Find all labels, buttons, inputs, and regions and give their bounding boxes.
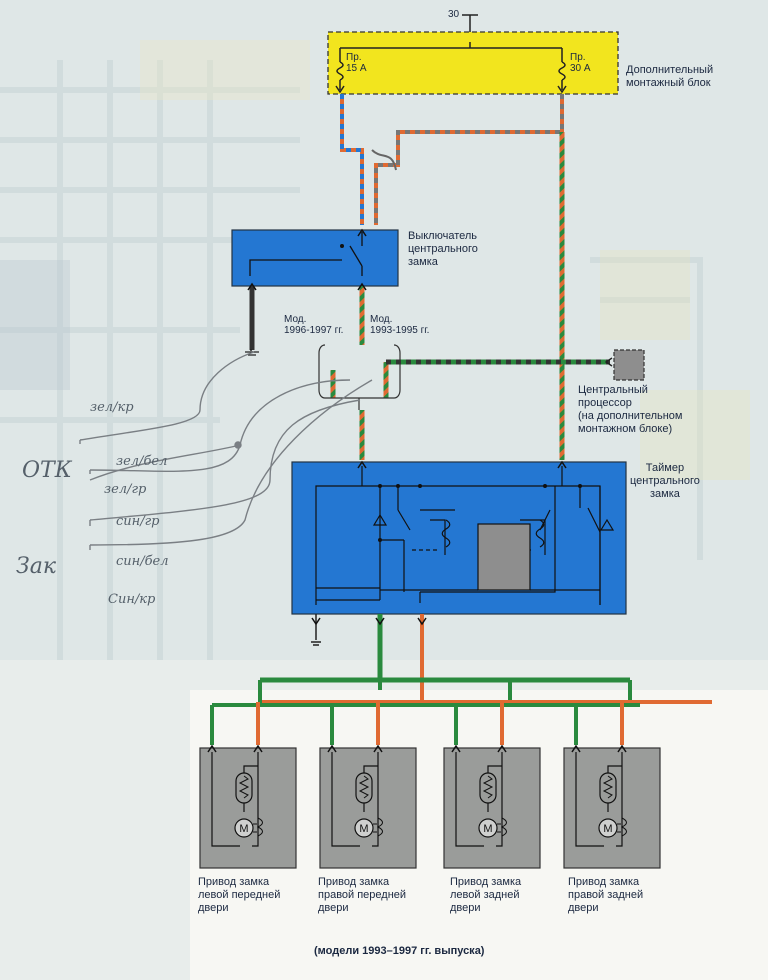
- lock-switch: [231, 228, 399, 287]
- fuse1-line1: Пр.: [346, 52, 362, 63]
- hand-note-otk: ОТК: [22, 458, 72, 483]
- fuse-block-label: Дополнительный монтажный блок: [626, 64, 714, 89]
- timer-box: [291, 460, 627, 615]
- motor-symbol: M: [483, 823, 492, 835]
- model-connectors: [318, 344, 610, 460]
- supply-wires: [340, 94, 565, 460]
- motor-symbol: M: [603, 823, 612, 835]
- hand-note-6: Син/кр: [108, 592, 156, 607]
- cpu-label: Центральный процессор (на дополнительном…: [578, 384, 683, 435]
- fuse2-label: Пр.30 А: [570, 52, 591, 74]
- fuse2-line1: Пр.: [570, 52, 586, 63]
- diagram-caption: (модели 1993–1997 гг. выпуска): [314, 945, 485, 957]
- actuator-4: M: [563, 702, 661, 869]
- fuse1-line2: 15 А: [346, 63, 367, 74]
- actuator-4-label: Привод замка правой задней двери: [568, 876, 644, 914]
- fuse2-line2: 30 А: [570, 63, 591, 74]
- fuse1-label: Пр.15 А: [346, 52, 367, 74]
- timer-output-wires: [311, 614, 427, 700]
- actuator-3-label: Привод замка левой задней двери: [450, 876, 522, 914]
- actuator-2: M: [319, 702, 417, 869]
- hand-note-1: зел/кр: [90, 400, 134, 415]
- switch-label: Выключатель центрального замка: [408, 230, 478, 268]
- switch-output-wires: [245, 282, 367, 356]
- actuator-1: M: [199, 702, 297, 869]
- motor-symbol: M: [239, 823, 248, 835]
- hand-note-5: син/бел: [116, 554, 169, 569]
- hand-note-4: син/гр: [116, 514, 160, 529]
- fuse-block: [327, 31, 619, 95]
- motor-symbol: M: [359, 823, 368, 835]
- hand-note-zak: Зак: [16, 554, 56, 579]
- hand-note-3: зел/гр: [104, 482, 147, 497]
- supply-label: 30: [448, 9, 460, 20]
- actuator-3: M: [443, 702, 541, 869]
- cpu-box: [604, 349, 645, 381]
- model-left-label: Мод. 1996-1997 гг.: [284, 314, 344, 336]
- timer-label: Таймер центрального замка: [630, 462, 700, 500]
- model-right-label: Мод. 1993-1995 гг.: [370, 314, 430, 336]
- hand-note-2: зел/бел: [116, 454, 168, 469]
- actuator-2-label: Привод замка правой передней двери: [318, 876, 407, 914]
- background-ghost: [0, 60, 703, 660]
- pencil-lines: [79, 351, 373, 550]
- distribution-bus: [212, 677, 712, 707]
- actuator-1-label: Привод замка левой передней двери: [198, 876, 281, 914]
